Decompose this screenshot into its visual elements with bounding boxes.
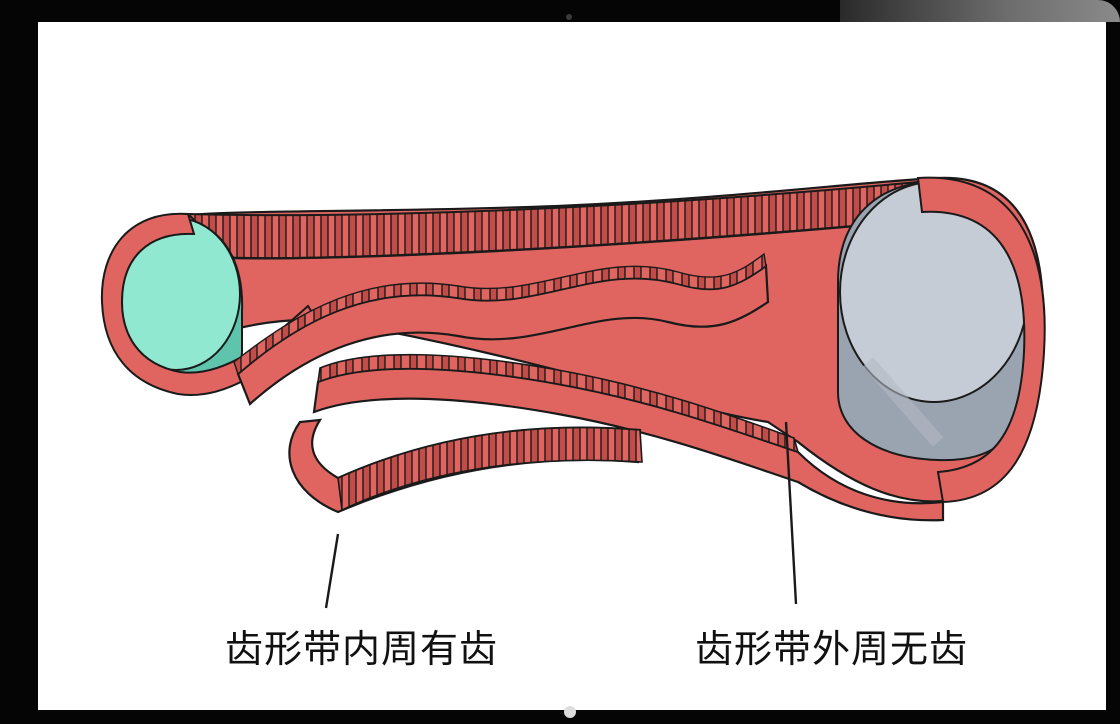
leader-line-inner: [326, 534, 338, 608]
camera-dot: [566, 14, 572, 20]
frame-glare: [840, 0, 1120, 22]
bottom-notch: [564, 706, 576, 718]
diagram-screen: 齿形带内周有齿 齿形带外周无齿: [38, 22, 1106, 710]
curved-strip-teeth: [338, 428, 642, 510]
label-inner-teeth: 齿形带内周有齿: [225, 618, 498, 673]
label-outer-smooth: 齿形带外周无齿: [695, 618, 968, 673]
belt-diagram: [38, 22, 1106, 710]
